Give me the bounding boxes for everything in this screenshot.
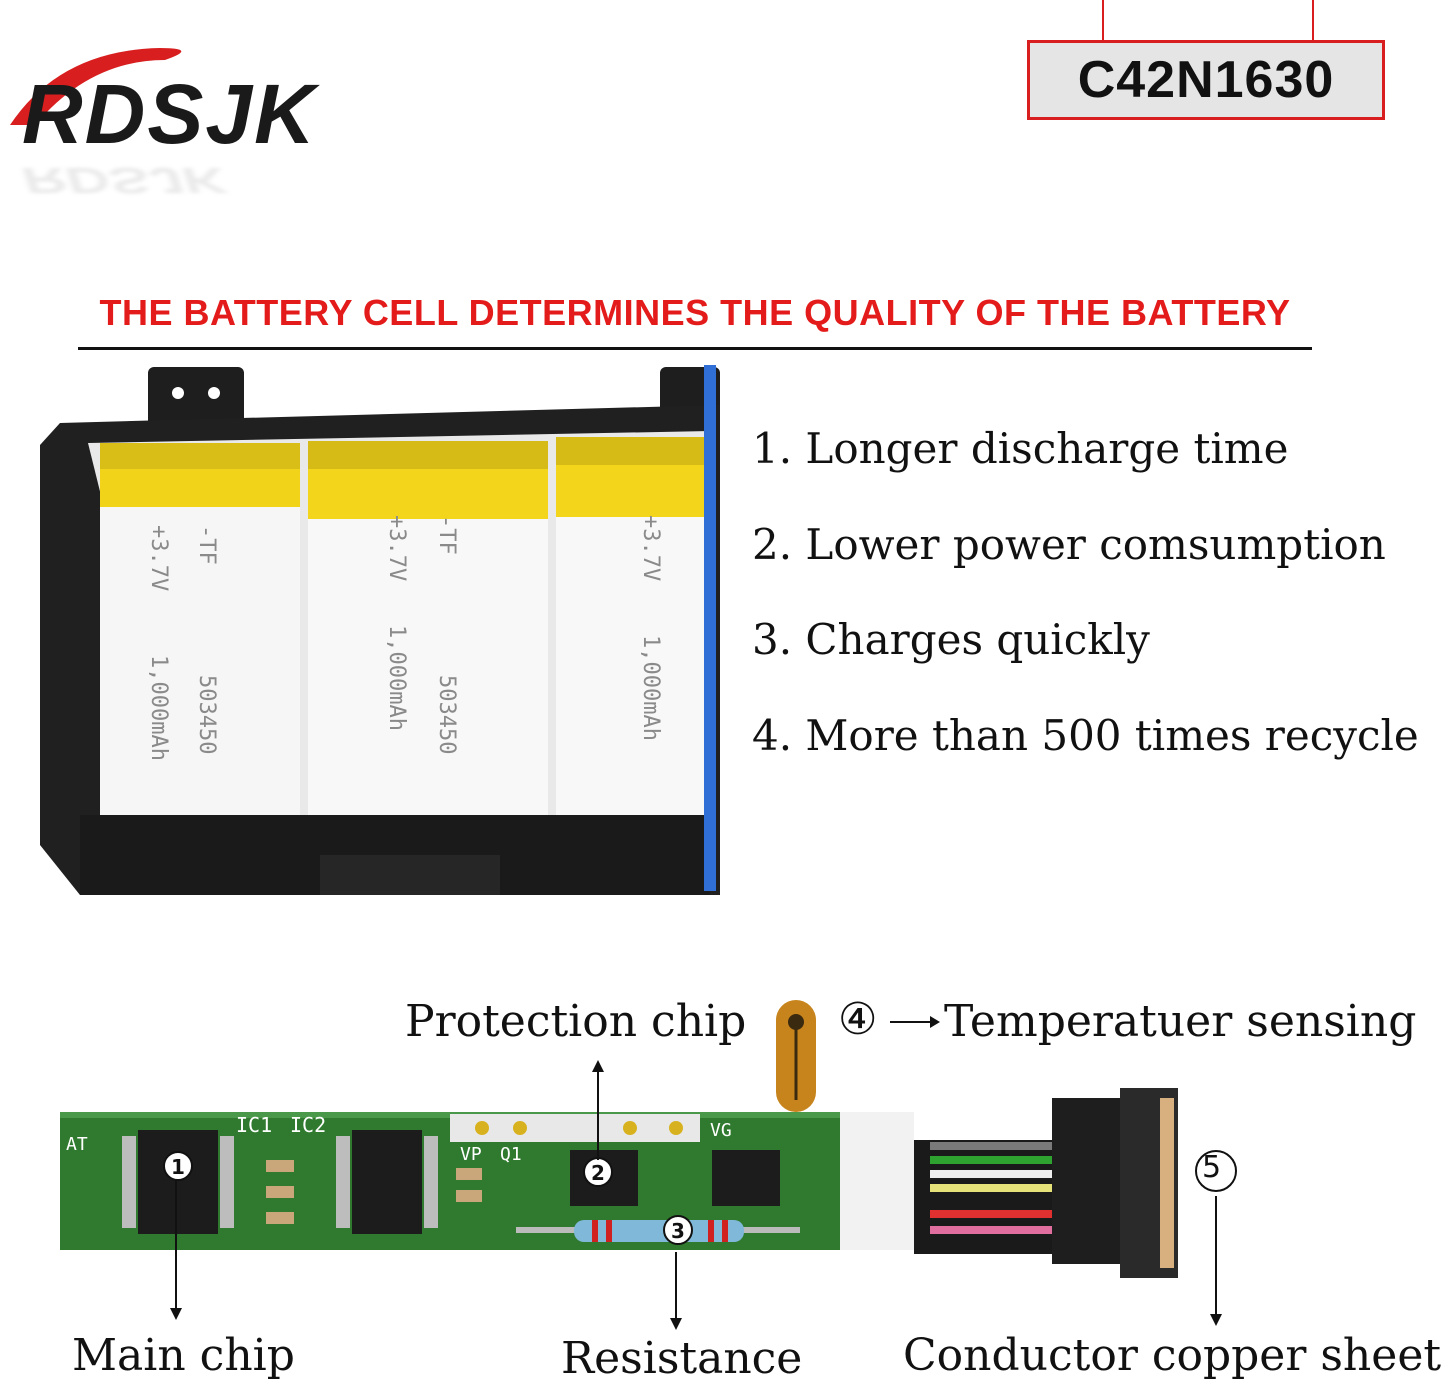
label-protection-chip: Protection chip [405, 996, 747, 1047]
silk-ic1: IC1 [236, 1113, 272, 1137]
pcb-end-cap [840, 1112, 914, 1250]
cell-1-capacity: 1,000mAh [146, 655, 171, 761]
cell-2-model: 503450 [434, 675, 459, 754]
connector [1052, 1098, 1122, 1264]
marker-1: 1 [171, 1155, 185, 1179]
headline: THE BATTERY CELL DETERMINES THE QUALITY … [99, 292, 1291, 333]
silk-at: AT [66, 1134, 88, 1155]
label-conductor-copper-sheet: Conductor copper sheet [903, 1330, 1441, 1381]
logo-swoosh-icon [10, 48, 182, 125]
protection-chip-2 [712, 1150, 780, 1206]
battery-cells-image: +3.7V -TF 1,000mAh 503450 +3.7V -TF 1,00… [40, 365, 720, 895]
blue-edge [704, 365, 716, 891]
label-temperature-sensing: Temperatuer sensing [944, 996, 1417, 1047]
model-badge: C42N1630 [1027, 40, 1385, 120]
main-chip [138, 1130, 218, 1234]
brand-logo [0, 30, 420, 220]
mount-tab-left [148, 367, 244, 427]
cell-3-voltage: +3.7V [638, 515, 663, 581]
feature-3: 3. Charges quickly [752, 615, 1150, 664]
silk-ic2: IC2 [290, 1113, 326, 1137]
label-resistance: Resistance [561, 1333, 803, 1384]
silk-vg: VG [710, 1120, 732, 1141]
marker-5: 5 [1202, 1150, 1222, 1185]
cell-3 [556, 437, 710, 815]
logo-text: RDSJK [22, 67, 317, 161]
cell-2-prefix: -TF [434, 515, 459, 555]
cell-3-capacity: 1,000mAh [638, 635, 663, 741]
marker-2: 2 [591, 1161, 605, 1185]
feature-2: 2. Lower power comsumption [752, 520, 1386, 569]
badge-lead-right [1312, 0, 1314, 40]
feature-4: 4. More than 500 times recycle [752, 711, 1419, 760]
cell-1-voltage: +3.7V [146, 525, 171, 591]
cell-2-capacity: 1,000mAh [384, 625, 409, 731]
logo-reflection: RDSJK [22, 160, 226, 201]
badge-lead-left [1102, 0, 1104, 40]
marker-4: 4 [852, 998, 853, 999]
headline-divider [78, 347, 1312, 350]
feature-1: 1. Longer discharge time [752, 424, 1289, 473]
cell-1-prefix: -TF [194, 525, 219, 565]
cell-2-voltage: +3.7V [384, 515, 409, 581]
silk-q1: Q1 [500, 1144, 522, 1165]
cell-2 [308, 441, 548, 815]
pcb-diagram: IC1 IC2 VP Q1 VG AT 1 2 3 [60, 1000, 1237, 1330]
marker-4-label: ④ [838, 994, 878, 1045]
marker-3: 3 [671, 1219, 685, 1243]
cell-1 [100, 443, 300, 815]
second-ic [352, 1130, 422, 1234]
label-main-chip: Main chip [72, 1330, 295, 1381]
silk-vp: VP [460, 1144, 482, 1165]
resistance [574, 1220, 744, 1242]
cell-1-model: 503450 [194, 675, 219, 754]
